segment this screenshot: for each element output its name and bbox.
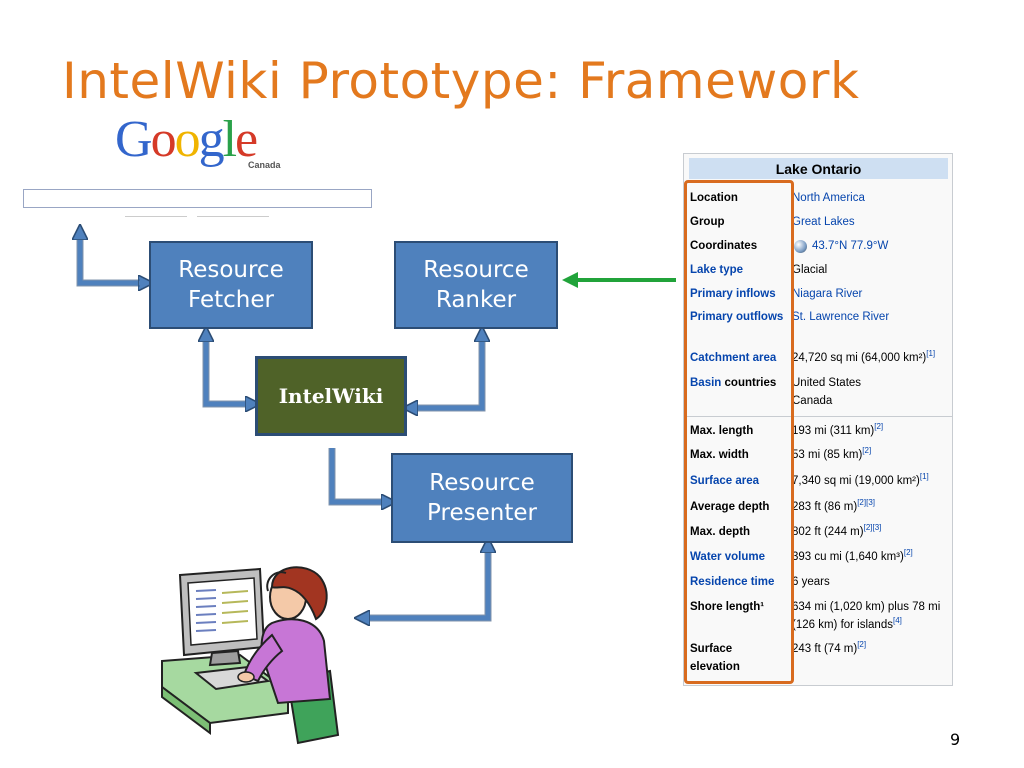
citation-ref[interactable]: [2] bbox=[862, 446, 872, 455]
infobox-value: United States Canada bbox=[792, 377, 862, 407]
infobox-value-text: 193 mi (311 km) bbox=[792, 425, 875, 437]
google-search-input[interactable] bbox=[23, 189, 372, 208]
google-letter: e bbox=[235, 111, 258, 168]
citation-ref[interactable]: [2] bbox=[903, 548, 913, 557]
google-lucky-button[interactable] bbox=[197, 216, 269, 220]
arrow-google-fetcher bbox=[80, 232, 146, 283]
citation-ref[interactable]: [1] bbox=[926, 349, 936, 358]
google-logo: Google bbox=[115, 110, 258, 170]
infobox-label[interactable]: Surface area bbox=[690, 475, 760, 487]
page-number: 9 bbox=[950, 730, 961, 749]
google-letter: G bbox=[115, 111, 153, 168]
box-label: Presenter bbox=[427, 500, 537, 526]
infobox-divider bbox=[684, 416, 952, 417]
google-letter: l bbox=[222, 111, 238, 168]
infobox-label[interactable]: Water volume bbox=[690, 551, 765, 563]
infobox-value-text: 24,720 sq mi (64,000 km²) bbox=[792, 352, 927, 364]
arrow-presenter-user bbox=[362, 545, 488, 618]
infobox-value: 193 mi (311 km)[2] bbox=[792, 422, 883, 440]
infobox-value: 283 ft (86 m)[2][3] bbox=[792, 498, 875, 516]
box-label: Ranker bbox=[435, 287, 517, 313]
infobox-value-text: 393 cu mi (1,640 km³) bbox=[792, 551, 904, 563]
google-logo-subtitle: Canada bbox=[248, 160, 281, 170]
infobox-value: 634 mi (1,020 km) plus 78 mi (126 km) fo… bbox=[792, 598, 940, 634]
infobox-value-text: 802 ft (244 m) bbox=[792, 526, 864, 538]
arrow-fetcher-intelwiki bbox=[206, 334, 253, 404]
infobox-value: 243 ft (74 m)[2] bbox=[792, 640, 866, 658]
box-label: Fetcher bbox=[188, 287, 274, 313]
infobox-value: Glacial bbox=[792, 264, 828, 276]
citation-ref[interactable]: [2][3] bbox=[863, 523, 882, 532]
infobox-value: 802 ft (244 m)[2][3] bbox=[792, 523, 881, 541]
green-arrow bbox=[562, 272, 676, 288]
citation-ref[interactable]: [4] bbox=[892, 616, 902, 625]
infobox-value[interactable]: North America bbox=[792, 192, 865, 204]
basin-link[interactable]: Basin bbox=[690, 377, 722, 389]
infobox-label: Max. length bbox=[690, 425, 754, 437]
infobox-label[interactable]: Primary outflows bbox=[690, 311, 784, 323]
infobox-value-text: 634 mi (1,020 km) plus 78 mi (126 km) fo… bbox=[792, 601, 941, 631]
google-letter: o bbox=[150, 111, 177, 168]
infobox-value[interactable]: 43.7°N 77.9°W bbox=[812, 240, 889, 252]
infobox-title: Lake Ontario bbox=[689, 158, 948, 179]
citation-ref[interactable]: [2][3] bbox=[857, 498, 875, 507]
infobox-label[interactable]: Lake type bbox=[690, 264, 744, 276]
citation-ref[interactable]: [2] bbox=[874, 422, 884, 431]
label-column-highlight bbox=[684, 180, 794, 684]
infobox-label: Surface elevation bbox=[690, 643, 740, 673]
infobox-label: Max. width bbox=[690, 449, 749, 461]
infobox-value-text: 243 ft (74 m) bbox=[792, 643, 858, 655]
infobox-label: Basin countries bbox=[690, 374, 776, 392]
infobox-label: Location bbox=[690, 192, 738, 204]
globe-icon[interactable] bbox=[794, 240, 807, 253]
infobox-label[interactable]: Catchment area bbox=[690, 352, 777, 364]
box-label: Resource bbox=[178, 257, 284, 283]
user-at-computer-icon bbox=[161, 566, 340, 745]
infobox-value-text: 283 ft (86 m) bbox=[792, 501, 858, 513]
google-search-button[interactable] bbox=[125, 216, 187, 220]
infobox-value-text: 7,340 sq mi (19,000 km²) bbox=[792, 475, 920, 487]
box-label: Resource bbox=[423, 257, 529, 283]
infobox-label: Coordinates bbox=[690, 240, 758, 252]
citation-ref[interactable]: [2] bbox=[857, 640, 867, 649]
infobox-value: 393 cu mi (1,640 km³)[2] bbox=[792, 548, 913, 566]
infobox-value[interactable]: Great Lakes bbox=[792, 216, 855, 228]
infobox-label[interactable]: Residence time bbox=[690, 576, 775, 588]
box-label: Resource bbox=[429, 470, 535, 496]
infobox-value[interactable]: Niagara River bbox=[792, 288, 863, 300]
infobox-value: 53 mi (85 km)[2] bbox=[792, 446, 871, 464]
infobox-label: Group bbox=[690, 216, 725, 228]
infobox-value-text: 53 mi (85 km) bbox=[792, 449, 863, 461]
infobox-value: 6 years bbox=[792, 576, 830, 588]
intelwiki-label: IntelWiki bbox=[278, 384, 384, 408]
intelwiki-box: IntelWiki bbox=[255, 356, 407, 436]
arrow-intelwiki-presenter bbox=[329, 448, 389, 502]
lake-ontario-infobox: Lake Ontario Location North America Grou… bbox=[683, 153, 953, 686]
infobox-label: Max. depth bbox=[690, 526, 751, 538]
google-letter: g bbox=[198, 111, 225, 168]
citation-ref[interactable]: [1] bbox=[919, 472, 929, 481]
google-letter: o bbox=[174, 111, 201, 168]
arrow-ranker-intelwiki bbox=[410, 334, 482, 408]
infobox-label[interactable]: Primary inflows bbox=[690, 288, 776, 300]
infobox-value: 24,720 sq mi (64,000 km²)[1] bbox=[792, 349, 935, 367]
infobox-label: Shore length¹ bbox=[690, 601, 765, 613]
basin-label-rest: countries bbox=[721, 377, 777, 389]
slide-title: IntelWiki Prototype: Framework bbox=[62, 52, 860, 110]
infobox-value: 7,340 sq mi (19,000 km²)[1] bbox=[792, 472, 929, 490]
infobox-value[interactable]: St. Lawrence River bbox=[792, 311, 890, 323]
infobox-label: Average depth bbox=[690, 501, 770, 513]
